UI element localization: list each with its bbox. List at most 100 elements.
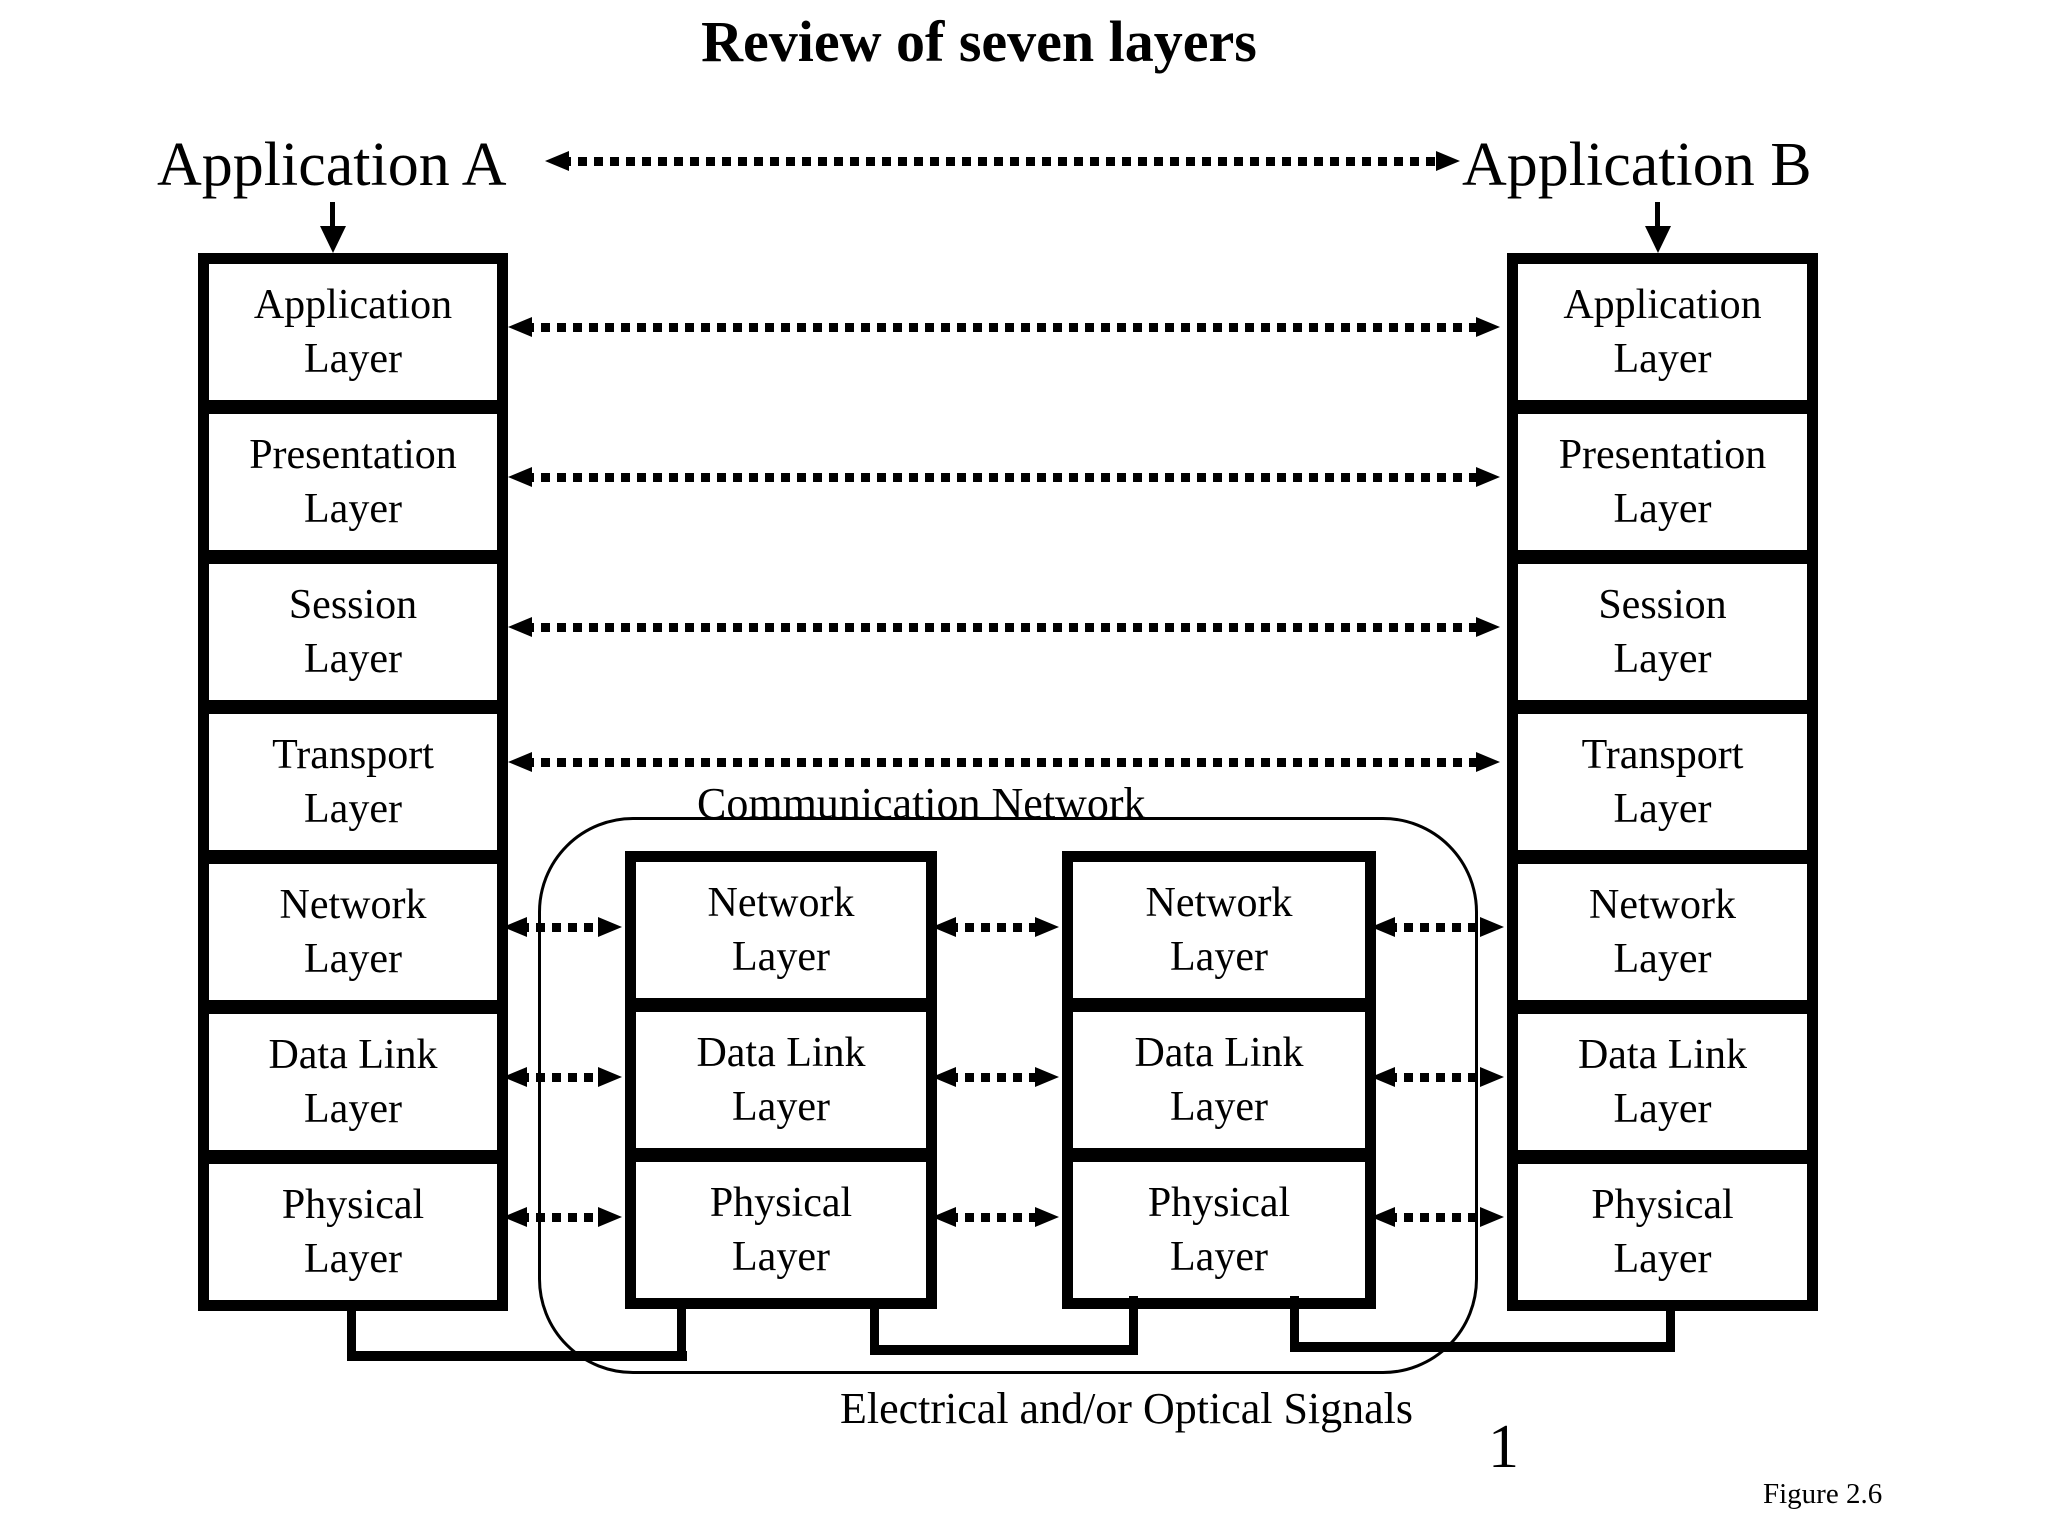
signal-segment-node1-node2 bbox=[870, 1345, 1138, 1355]
dotted-shaft bbox=[1388, 1073, 1487, 1082]
stack-b-physical-layer: Physical Layer bbox=[1511, 1157, 1814, 1307]
arrow-right-head-icon bbox=[598, 917, 622, 937]
stack-a-application-layer: Application Layer bbox=[202, 257, 504, 407]
arrow-left-head-icon bbox=[503, 1067, 527, 1087]
stack-a-presentation-layer: Presentation Layer bbox=[202, 407, 504, 557]
arrow-a-node1-physical bbox=[503, 1207, 622, 1227]
signals-caption: Electrical and/or Optical Signals bbox=[840, 1384, 1414, 1433]
dotted-shaft bbox=[525, 323, 1483, 332]
network-node-2: Network Layer Data Link Layer Physical L… bbox=[1062, 851, 1376, 1309]
arrow-right-head-icon bbox=[1476, 617, 1500, 637]
stack-b-network-layer: Network Layer bbox=[1511, 857, 1814, 1007]
arrow-right-head-icon bbox=[598, 1207, 622, 1227]
arrow-node2-b-network bbox=[1371, 917, 1504, 937]
arrow-left-head-icon bbox=[545, 151, 569, 171]
arrow-right-head-icon bbox=[598, 1067, 622, 1087]
app-b-down-arrow-head-icon bbox=[1645, 226, 1671, 253]
signal-drop-stack-a bbox=[347, 1300, 356, 1361]
node1-network-layer: Network Layer bbox=[629, 855, 933, 1005]
stack-b-session-layer: Session Layer bbox=[1511, 557, 1814, 707]
arrow-left-head-icon bbox=[508, 617, 532, 637]
arrow-right-head-icon bbox=[1480, 1067, 1504, 1087]
signal-segment-a-node1 bbox=[347, 1351, 687, 1361]
arrow-left-head-icon bbox=[503, 1207, 527, 1227]
arrow-node2-b-datalink bbox=[1371, 1067, 1504, 1087]
node1-physical-layer: Physical Layer bbox=[629, 1155, 933, 1305]
stack-b-datalink-layer: Data Link Layer bbox=[1511, 1007, 1814, 1157]
figure-caption: Figure 2.6 bbox=[1763, 1478, 1883, 1510]
node1-datalink-layer: Data Link Layer bbox=[629, 1005, 933, 1155]
arrow-left-head-icon bbox=[508, 752, 532, 772]
slide-title: Review of seven layers bbox=[701, 9, 1257, 74]
arrow-left-head-icon bbox=[1371, 1067, 1395, 1087]
signal-drop-stack-b bbox=[1666, 1305, 1675, 1352]
arrow-a-node1-datalink bbox=[503, 1067, 622, 1087]
stack-b: Application Layer Presentation Layer Ses… bbox=[1507, 253, 1818, 1311]
arrow-right-head-icon bbox=[1476, 317, 1500, 337]
dotted-shaft bbox=[525, 473, 1483, 482]
arrow-a-node1-network bbox=[503, 917, 622, 937]
arrow-left-head-icon bbox=[932, 1067, 956, 1087]
arrow-right-head-icon bbox=[1480, 1207, 1504, 1227]
dotted-shaft bbox=[520, 1213, 605, 1222]
page-number: 1 bbox=[1488, 1413, 1519, 1481]
app-a-down-arrow-bar bbox=[330, 202, 335, 230]
arrow-right-head-icon bbox=[1476, 752, 1500, 772]
arrow-node1-node2-network bbox=[932, 917, 1059, 937]
arrow-right-head-icon bbox=[1436, 151, 1460, 171]
stack-a: Application Layer Presentation Layer Ses… bbox=[198, 253, 508, 1311]
arrow-node1-node2-datalink bbox=[932, 1067, 1059, 1087]
arrow-node2-b-physical bbox=[1371, 1207, 1504, 1227]
dotted-shaft bbox=[520, 923, 605, 932]
dotted-shaft bbox=[525, 758, 1483, 767]
stack-a-network-layer: Network Layer bbox=[202, 857, 504, 1007]
stack-a-transport-layer: Transport Layer bbox=[202, 707, 504, 857]
stack-b-application-layer: Application Layer bbox=[1511, 257, 1814, 407]
arrow-left-head-icon bbox=[508, 467, 532, 487]
app-b-down-arrow-bar bbox=[1655, 202, 1660, 230]
peer-arrow-session bbox=[508, 617, 1500, 637]
arrow-right-head-icon bbox=[1035, 1207, 1059, 1227]
application-a-label: Application A bbox=[157, 131, 507, 199]
stack-b-transport-layer: Transport Layer bbox=[1511, 707, 1814, 857]
application-b-label: Application B bbox=[1462, 131, 1812, 199]
signal-drop-node2-left bbox=[1129, 1296, 1138, 1355]
dotted-shaft bbox=[949, 1213, 1042, 1222]
dotted-shaft bbox=[562, 157, 1443, 166]
network-node-1: Network Layer Data Link Layer Physical L… bbox=[625, 851, 937, 1309]
arrow-left-head-icon bbox=[1371, 917, 1395, 937]
peer-arrow-application bbox=[508, 317, 1500, 337]
dotted-shaft bbox=[520, 1073, 605, 1082]
signal-drop-node1-right bbox=[870, 1299, 879, 1355]
stack-b-presentation-layer: Presentation Layer bbox=[1511, 407, 1814, 557]
app-a-down-arrow-head-icon bbox=[320, 226, 346, 253]
node2-physical-layer: Physical Layer bbox=[1066, 1155, 1372, 1305]
arrow-right-head-icon bbox=[1476, 467, 1500, 487]
stack-a-session-layer: Session Layer bbox=[202, 557, 504, 707]
dotted-shaft bbox=[949, 923, 1042, 932]
node2-datalink-layer: Data Link Layer bbox=[1066, 1005, 1372, 1155]
communication-network-label: Communication Network bbox=[697, 779, 1146, 828]
signal-segment-node2-b bbox=[1290, 1342, 1675, 1352]
dotted-shaft bbox=[1388, 923, 1487, 932]
arrow-left-head-icon bbox=[932, 1207, 956, 1227]
peer-arrow-presentation bbox=[508, 467, 1500, 487]
arrow-right-head-icon bbox=[1035, 917, 1059, 937]
dotted-shaft bbox=[1388, 1213, 1487, 1222]
dotted-shaft bbox=[949, 1073, 1042, 1082]
communication-network-boundary bbox=[538, 817, 1478, 1374]
arrow-right-head-icon bbox=[1480, 917, 1504, 937]
node2-network-layer: Network Layer bbox=[1066, 855, 1372, 1005]
dotted-shaft bbox=[525, 623, 1483, 632]
arrow-left-head-icon bbox=[503, 917, 527, 937]
arrow-node1-node2-physical bbox=[932, 1207, 1059, 1227]
signal-drop-node2-right bbox=[1290, 1296, 1299, 1348]
arrow-left-head-icon bbox=[932, 917, 956, 937]
app-to-app-arrow bbox=[545, 151, 1460, 171]
arrow-right-head-icon bbox=[1035, 1067, 1059, 1087]
peer-arrow-transport bbox=[508, 752, 1500, 772]
arrow-left-head-icon bbox=[508, 317, 532, 337]
arrow-left-head-icon bbox=[1371, 1207, 1395, 1227]
signal-drop-node1-left bbox=[677, 1299, 686, 1361]
